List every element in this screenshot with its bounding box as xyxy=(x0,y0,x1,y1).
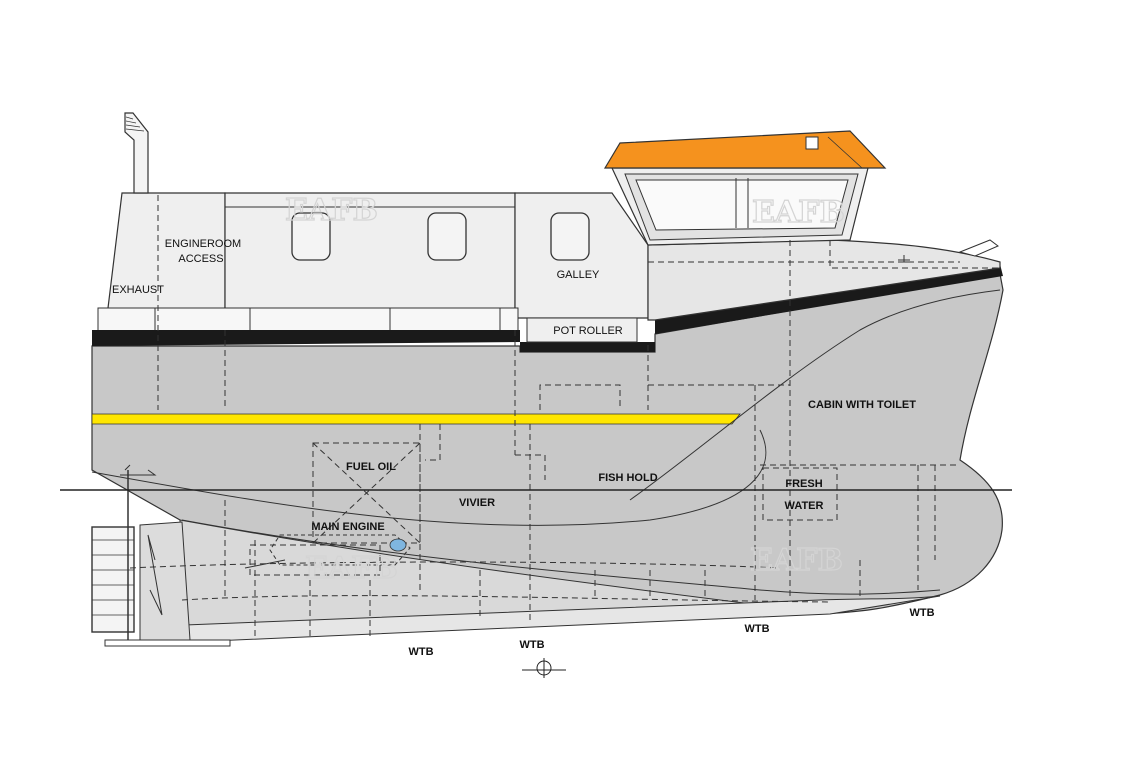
label-fish-hold: FISH HOLD xyxy=(598,472,657,484)
internal-bulkheads xyxy=(129,195,1000,640)
watermark: EAFB xyxy=(752,195,845,230)
pot-roller-box xyxy=(526,317,638,343)
label-exhaust: EXHAUST xyxy=(112,284,164,296)
pot-roller-strake xyxy=(520,342,655,352)
label-engineroom-access: ACCESS xyxy=(178,253,223,265)
label-main-engine: MAIN ENGINE xyxy=(311,521,384,533)
label-water: WATER xyxy=(785,500,824,512)
label-wtb: WTB xyxy=(408,646,433,658)
midship-symbol xyxy=(522,658,566,678)
shaft-line xyxy=(244,559,286,569)
fwd-rubbing-strake xyxy=(655,264,1003,334)
main-engine xyxy=(269,534,411,566)
bulwark-stanchions xyxy=(154,308,501,332)
label-fresh: FRESH xyxy=(785,478,822,490)
fuel-oil-tank xyxy=(312,442,421,544)
label-pot-roller: POT ROLLER xyxy=(553,325,623,337)
sheer-sweep-line xyxy=(91,429,767,526)
bow-fitting xyxy=(958,239,999,257)
cabin-sweep-line xyxy=(629,289,1001,501)
aft-rubbing-strake xyxy=(92,330,520,346)
engine-fitting xyxy=(389,538,407,552)
wheelhouse-window xyxy=(635,179,849,231)
chine-line xyxy=(181,519,941,595)
exhaust-grille xyxy=(125,116,145,132)
porthole-1 xyxy=(291,212,331,261)
porthole-2 xyxy=(427,212,467,261)
roof-hatch-icon xyxy=(805,136,819,150)
rudder-ribs xyxy=(92,539,134,616)
keel xyxy=(184,595,941,643)
rudder xyxy=(91,526,135,633)
forecastle xyxy=(647,239,1001,321)
label-vivier: VIVIER xyxy=(459,497,495,509)
roof-ridge xyxy=(827,136,863,169)
label-wtb: WTB xyxy=(519,639,544,651)
aft-bulwark xyxy=(97,307,519,333)
label-galley: GALLEY xyxy=(557,269,600,281)
porthole-3 xyxy=(550,212,590,261)
label-wtb: WTB xyxy=(909,607,934,619)
watermark: EAFB xyxy=(305,551,398,586)
label-fuel-oil: FUEL OIL xyxy=(346,461,396,473)
label-wtb: WTB xyxy=(744,623,769,635)
skeg xyxy=(139,521,191,641)
label-cabin: CABIN WITH TOILET xyxy=(808,399,916,411)
propeller xyxy=(147,534,163,616)
fresh-water-tank xyxy=(762,467,838,521)
shoe-plate xyxy=(104,639,231,647)
watermark: EAFB xyxy=(750,543,843,578)
label-engineroom: ENGINEROOM xyxy=(165,238,241,250)
hull-stripe xyxy=(91,413,741,425)
watermark: EAFB xyxy=(285,193,378,228)
steering-gear xyxy=(120,464,157,476)
exhaust-stack xyxy=(124,112,149,194)
wheelhouse-roof xyxy=(603,130,887,169)
